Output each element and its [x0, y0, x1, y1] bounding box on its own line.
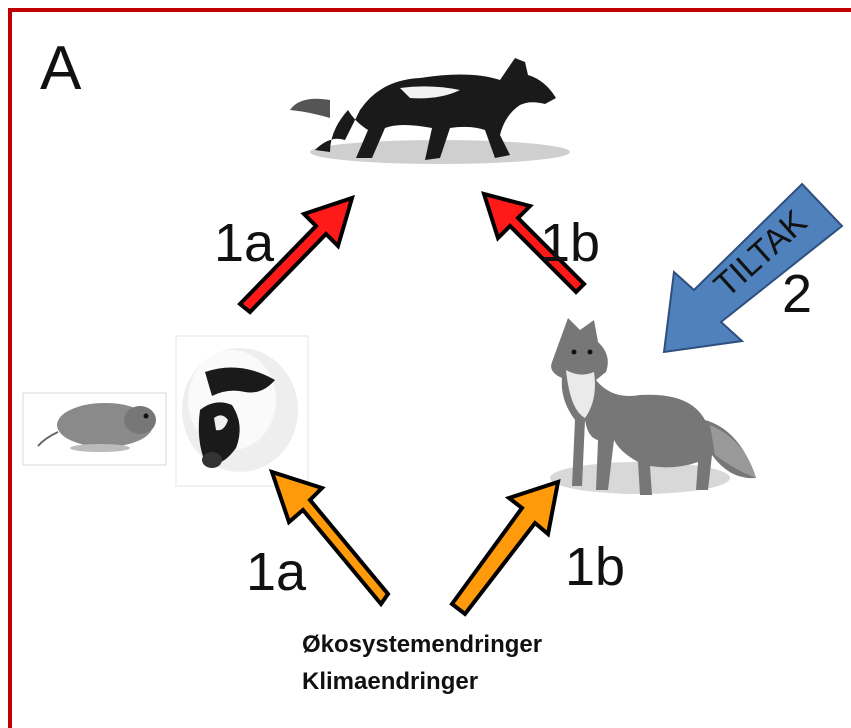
label-red-right: 1b — [540, 216, 600, 270]
action-arrow: TILTAK — [664, 184, 842, 352]
red-fox-icon — [550, 318, 756, 495]
driver-climate-change: Klimaendringer — [302, 670, 478, 694]
label-orange-left: 1a — [246, 545, 306, 599]
driver-ecosystem-change: Økosystemendringer — [302, 633, 542, 657]
label-red-left: 1a — [214, 216, 274, 270]
arctic-fox-icon — [290, 58, 570, 164]
label-orange-right: 1b — [565, 540, 625, 594]
label-action-number: 2 — [782, 267, 812, 321]
orange-arrow-right — [452, 482, 558, 614]
vole-icon — [23, 393, 166, 465]
lemming-icon — [176, 336, 308, 486]
